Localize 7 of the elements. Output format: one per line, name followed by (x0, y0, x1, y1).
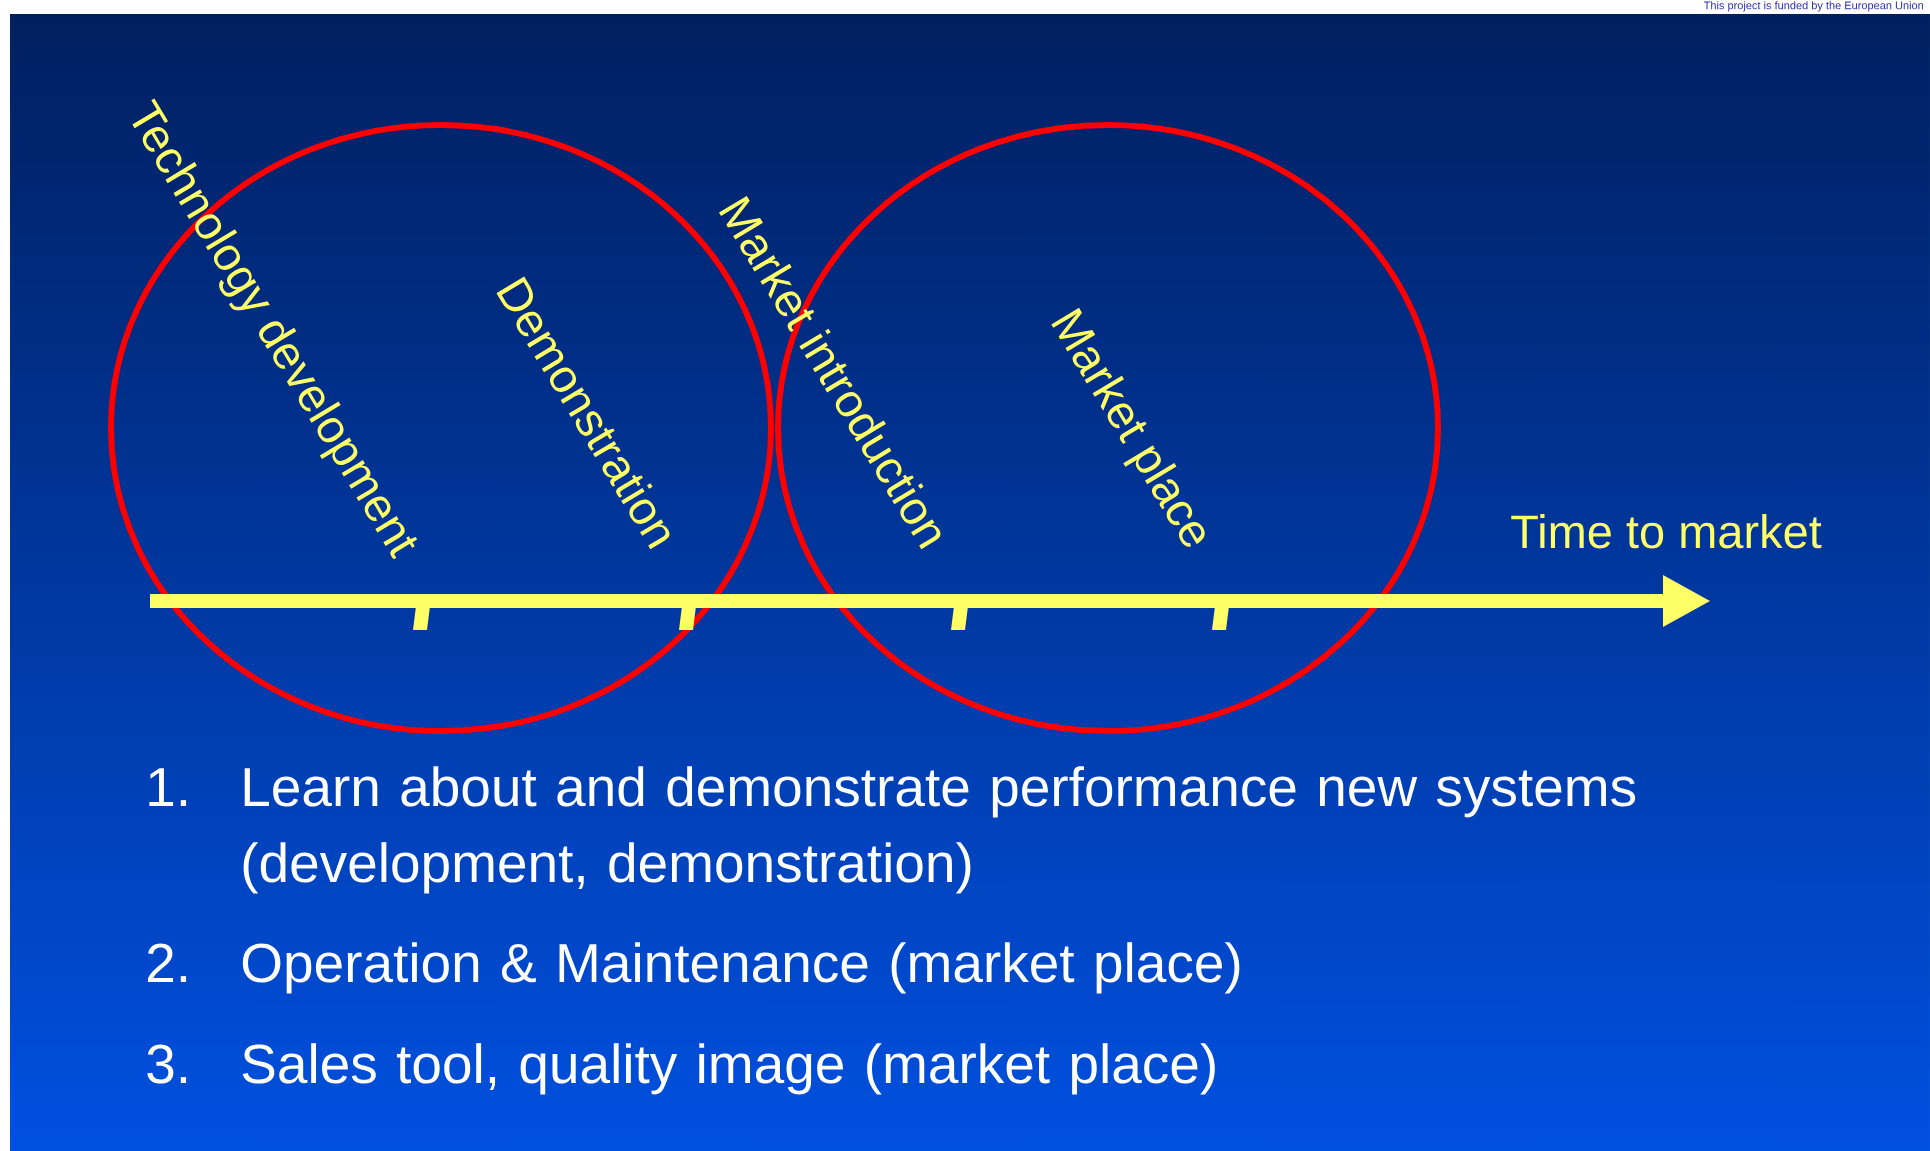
list-number: 2. (147, 943, 187, 982)
funding-note: This project is funded by the European Union (1703, 1, 1924, 12)
list-item: Operation & Maintenance (market place) (242, 942, 1240, 994)
list-item: Learn about and demonstrate performance new systems (development, demonstration) (243, 766, 1636, 894)
list-item: Sales tool, quality image (market place) (242, 1043, 1215, 1095)
axis-label: Time to market (1511, 513, 1822, 549)
list-number: 3. (147, 1044, 187, 1084)
